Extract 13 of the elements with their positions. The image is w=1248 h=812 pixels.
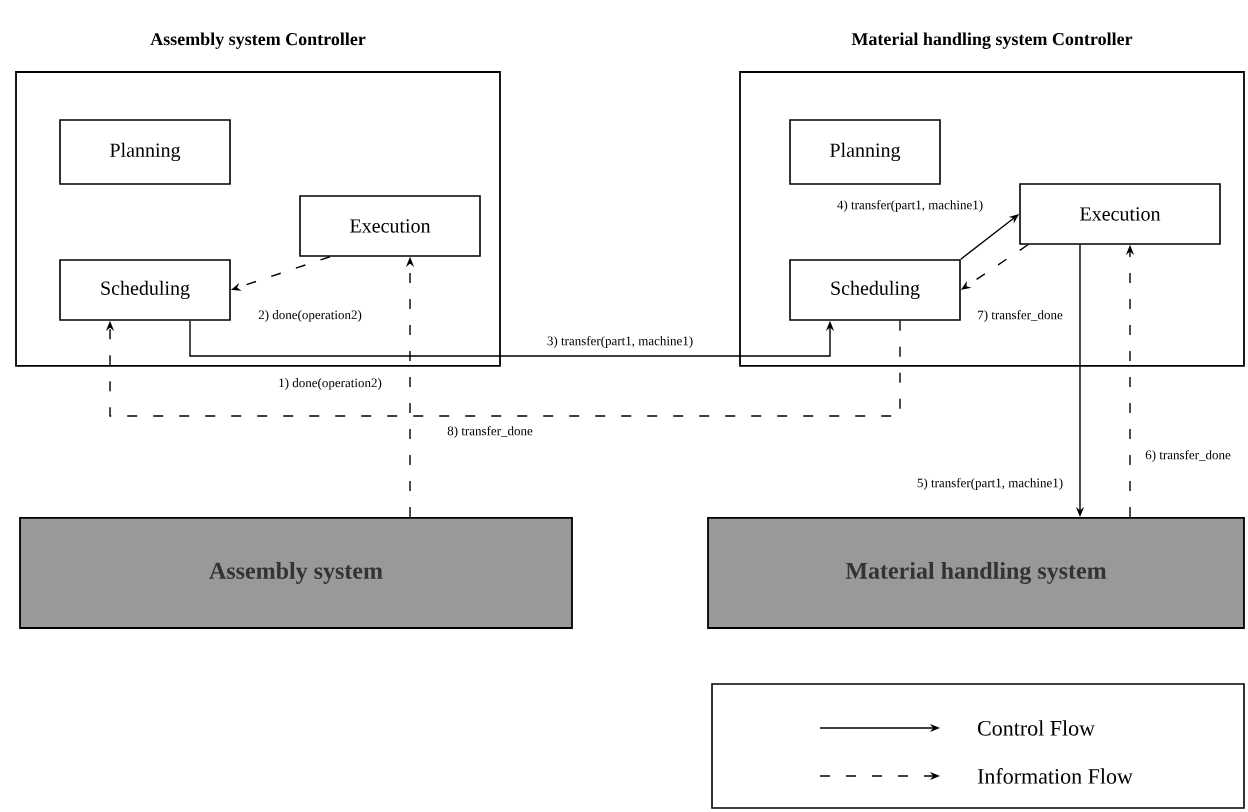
controller-heading: Material handling system Controller	[851, 32, 1133, 49]
module-box: Planning	[789, 119, 941, 185]
module-box: Execution	[1019, 183, 1221, 245]
arrow	[105, 320, 901, 417]
module-box: Scheduling	[789, 259, 961, 321]
system-bar: Material handling system	[707, 517, 1245, 629]
module-box: Scheduling	[59, 259, 231, 321]
system-bar: Assembly system	[19, 517, 573, 629]
controller-heading: Assembly system Controller	[150, 32, 366, 49]
module-box: Execution	[299, 195, 481, 257]
module-box: Planning	[59, 119, 231, 185]
legend-text: Control Flow	[978, 720, 1095, 736]
legend-text: Information Flow	[977, 768, 1133, 784]
